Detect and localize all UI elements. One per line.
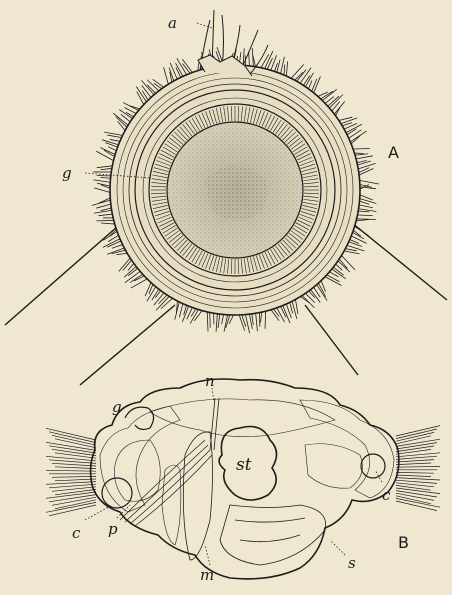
label-a: a	[168, 14, 177, 32]
label-c-right: c	[382, 486, 391, 504]
panel-b-drawing: n g st c c p m s B	[46, 372, 440, 584]
label-m: m	[200, 566, 214, 584]
label-n: n	[205, 372, 215, 390]
label-p: p	[108, 520, 118, 538]
label-st: st	[236, 455, 252, 475]
label-s: s	[348, 554, 356, 572]
body-outline	[91, 379, 399, 579]
label-g-panel-b: g	[112, 398, 122, 416]
label-g-panel-a: g	[62, 164, 72, 182]
panel-label-b: B	[398, 533, 409, 552]
panel-a-drawing: a g A	[5, 10, 447, 385]
panel-label-a: A	[388, 143, 399, 162]
label-c-left: c	[72, 524, 81, 542]
apical-tuft	[198, 10, 268, 76]
